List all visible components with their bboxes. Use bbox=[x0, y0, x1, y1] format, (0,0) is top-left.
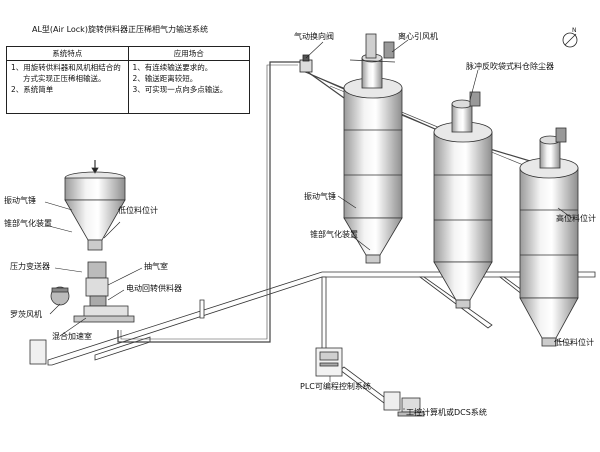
field-cabinet bbox=[29, 339, 47, 365]
diverter-valve bbox=[299, 54, 313, 73]
silo-2 bbox=[433, 91, 493, 309]
label-diverter-valve: 气动换向阀 bbox=[294, 32, 334, 41]
label-plc: PLC可编程控制系统 bbox=[300, 382, 371, 391]
label-vibrator-right: 振动气锤 bbox=[304, 192, 336, 201]
feature-line: 2、系统简单 bbox=[11, 85, 54, 94]
label-low-level-right: 低位料位计 bbox=[554, 338, 594, 347]
application-line: 1、有连续输送要求的。 bbox=[132, 63, 213, 72]
silo-3 bbox=[519, 127, 579, 347]
network-branch-feeder bbox=[94, 336, 151, 361]
label-mixing-chamber: 混合加速室 bbox=[52, 332, 92, 341]
svg-text:N: N bbox=[572, 27, 577, 34]
pipeline-inner bbox=[120, 64, 298, 340]
label-cone-aerator-right: 锥部气化装置 bbox=[310, 230, 358, 239]
label-low-level-left: 低位料位计 bbox=[118, 206, 158, 215]
table-cell-features: 1、用旋转供料器和风机相结合的 方式实现正压稀相输送。 2、系统简单 bbox=[6, 60, 129, 114]
label-centrifugal-fan: 离心引风机 bbox=[398, 32, 438, 41]
application-line: 3、可实现一点向多点输送。 bbox=[132, 85, 228, 94]
silo-1 bbox=[343, 33, 403, 264]
label-roots-blower: 罗茨风机 bbox=[10, 310, 42, 319]
feature-line: 1、用旋转供料器和风机相结合的 bbox=[11, 63, 121, 72]
compass-icon: N bbox=[562, 27, 578, 48]
feeder-assembly bbox=[50, 261, 135, 323]
label-vibrator-left: 振动气锤 bbox=[4, 196, 36, 205]
label-exhaust-chamber: 抽气室 bbox=[144, 262, 168, 271]
network-bus-main bbox=[47, 271, 596, 366]
label-dcs: 工控计算机或DCS系统 bbox=[406, 408, 487, 417]
table-cell-applications: 1、有连续输送要求的。 2、输送距离较短。 3、可实现一点向多点输送。 bbox=[127, 60, 250, 114]
diagram-title: AL型(Air Lock)旋转供料器正压稀相气力输送系统 bbox=[32, 25, 208, 34]
feature-line: 方式实现正压稀相输送。 bbox=[23, 74, 106, 83]
feature-table: 系统特点 应用场合 1、用旋转供料器和风机相结合的 方式实现正压稀相输送。 2、… bbox=[6, 46, 250, 114]
label-cone-aerator-left: 锥部气化装置 bbox=[4, 219, 52, 228]
plc-cabinet bbox=[315, 347, 343, 377]
label-high-level: 高位料位计 bbox=[556, 214, 596, 223]
label-rotary-feeder: 电动回转供料器 bbox=[126, 284, 182, 293]
table-header-applications: 应用场合 bbox=[127, 46, 250, 61]
label-pressure-transmitter: 压力变送器 bbox=[10, 262, 50, 271]
network-branch-feeder2 bbox=[199, 299, 205, 319]
application-line: 2、输送距离较短。 bbox=[132, 74, 198, 83]
network-branch-plc bbox=[321, 276, 327, 359]
dcs-computer bbox=[383, 391, 425, 417]
leader-lines bbox=[44, 39, 573, 410]
feed-hopper bbox=[64, 160, 126, 251]
label-pulse-collector: 脉冲反吹袋式料仓除尘器 bbox=[466, 62, 554, 71]
table-header-features: 系统特点 bbox=[6, 46, 129, 61]
